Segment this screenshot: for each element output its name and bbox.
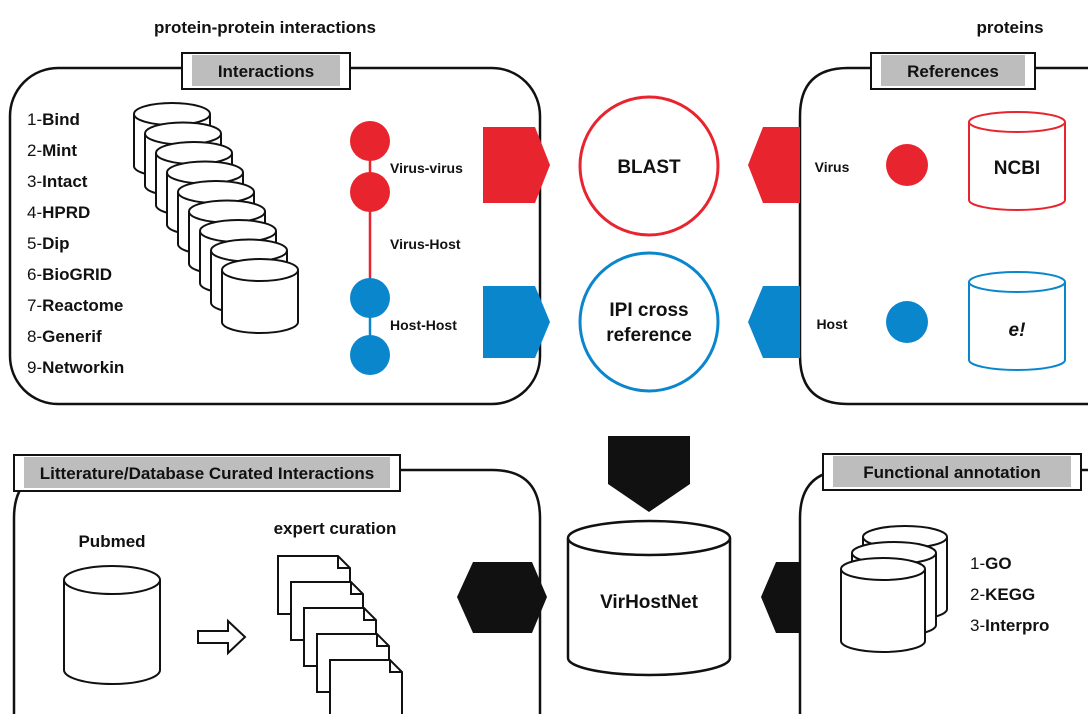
host-node [350, 335, 390, 375]
virus-interaction-connector [483, 127, 550, 203]
host-reference-label: Host [816, 316, 847, 332]
curated-connector [457, 562, 547, 633]
host-reference-connector [748, 286, 800, 358]
header-protein-protein-interactions: protein-protein interactions [154, 18, 376, 37]
interactions-panel: Interactions 1-Bind 2-Mint 3-Intact 4-HP… [8, 52, 542, 406]
virus-node [350, 172, 390, 212]
database-item: 4-HPRD [27, 203, 90, 222]
virhostnet-label: VirHostNet [600, 592, 699, 613]
header-proteins: proteins [976, 18, 1043, 37]
functional-annotation-panel: Functional annotation 1-GO 2-KEGG 3-Inte… [798, 453, 1088, 714]
virus-node [350, 121, 390, 161]
virus-virus-label: Virus-virus [390, 160, 463, 176]
database-item: 2-Mint [27, 141, 77, 160]
functional-title: Functional annotation [863, 463, 1041, 482]
right-arrow-icon [197, 618, 247, 656]
ncbi-label: NCBI [994, 158, 1040, 179]
interactions-title-box: Interactions [181, 52, 351, 90]
database-cylinder-icon [840, 557, 926, 653]
references-title: References [907, 62, 999, 81]
document-icon [329, 659, 403, 714]
annotation-item: 3-Interpro [970, 616, 1049, 635]
host-node [350, 278, 390, 318]
ipi-label-line1: IPI cross [609, 300, 688, 321]
curated-interactions-panel: Litterature/Database Curated Interaction… [12, 454, 542, 714]
references-panel: References Virus Host NCBI e! [798, 52, 1088, 406]
database-item: 3-Intact [27, 172, 88, 191]
database-item: 7-Reactome [27, 296, 123, 315]
database-item: 1-Bind [27, 110, 80, 129]
annotation-item: 1-GO [970, 554, 1012, 573]
annotation-cylinder-stack [840, 525, 948, 653]
pubmed-database-icon [63, 565, 161, 685]
ensembl-label: e! [1009, 320, 1026, 341]
virus-protein-node [886, 144, 928, 186]
ensembl-database-icon: e! [968, 271, 1066, 371]
ipi-cross-reference-node [578, 251, 720, 393]
interaction-database-list: 1-Bind 2-Mint 3-Intact 4-HPRD 5-Dip 6-Bi… [27, 110, 124, 377]
interaction-network: Virus-virus Virus-Host Host-Host [350, 121, 463, 375]
expert-curation-label: expert curation [274, 519, 397, 538]
database-cylinder-icon [221, 258, 299, 334]
ncbi-database-icon: NCBI [968, 111, 1066, 211]
document-stack [277, 555, 403, 714]
down-arrow-connector [608, 436, 690, 512]
database-item: 9-Networkin [27, 358, 124, 377]
virus-reference-connector [748, 127, 800, 203]
blast-label: BLAST [617, 157, 681, 178]
host-protein-node [886, 301, 928, 343]
interactions-title: Interactions [218, 62, 314, 81]
curated-title-box: Litterature/Database Curated Interaction… [13, 454, 401, 492]
database-item: 6-BioGRID [27, 265, 112, 284]
annotation-list: 1-GO 2-KEGG 3-Interpro [970, 554, 1049, 635]
database-item: 5-Dip [27, 234, 70, 253]
blast-node [578, 95, 720, 237]
virus-reference-label: Virus [815, 159, 850, 175]
functional-title-box: Functional annotation [822, 453, 1082, 491]
host-host-label: Host-Host [390, 317, 457, 333]
references-title-box: References [870, 52, 1036, 90]
pubmed-label: Pubmed [78, 532, 145, 551]
database-cylinder-stack [133, 102, 299, 334]
annotation-connector [761, 562, 800, 633]
ipi-label-line2: reference [606, 325, 692, 346]
virhostnet-database-icon: VirHostNet [566, 519, 732, 677]
annotation-item: 2-KEGG [970, 585, 1035, 604]
curated-title: Litterature/Database Curated Interaction… [40, 464, 374, 483]
virus-host-label: Virus-Host [390, 236, 461, 252]
database-item: 8-Generif [27, 327, 102, 346]
host-interaction-connector [483, 286, 550, 358]
center-pipeline: BLAST IPI cross reference VirHostNet [457, 95, 800, 677]
